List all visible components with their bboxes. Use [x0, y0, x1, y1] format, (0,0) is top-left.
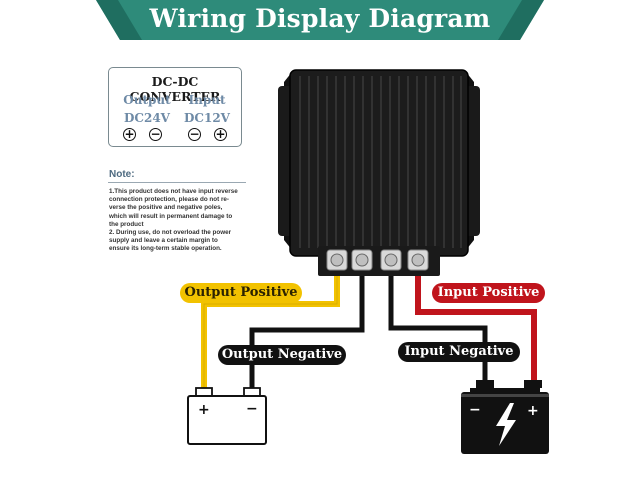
output-negative-wire [249, 262, 365, 392]
lightning-bolt-icon [496, 403, 516, 446]
banner-background [96, 0, 544, 40]
output-negative-symbol: − [149, 127, 162, 141]
output-positive-label: Output Positive [180, 283, 302, 303]
note-line: which will result in permanent damage to [109, 212, 233, 220]
dc-dc-converter-icon [278, 69, 480, 276]
title-banner: Wiring Display Diagram [0, 0, 640, 44]
input-negative-symbol: − [188, 127, 201, 141]
note-divider [108, 182, 246, 183]
note-title: Note: [109, 169, 135, 180]
note-line: 1.This product does not have input rever… [109, 188, 238, 195]
output-voltage: DC24V [124, 111, 170, 125]
load-minus-sign: − [246, 401, 258, 417]
car-battery-icon [461, 380, 549, 454]
input-voltage: DC12V [184, 111, 230, 125]
battery-minus-sign: − [469, 402, 481, 418]
note-line: verse the positive and negative poles, [109, 204, 223, 212]
output-label: Output [123, 93, 171, 107]
input-positive-symbol: + [214, 127, 227, 141]
input-label: Input [188, 93, 226, 107]
input-negative-wire [388, 262, 488, 382]
input-positive-wire [415, 262, 537, 382]
note-line: supply and leave a certain margin to [109, 237, 218, 245]
note-line: connection protection, please do not re- [109, 196, 230, 204]
load-battery-icon [187, 387, 267, 445]
input-negative-label: Input Negative [398, 342, 520, 362]
page-title: Wiring Display Diagram [149, 4, 491, 33]
wires [201, 262, 537, 392]
output-positive-symbol: + [123, 127, 136, 141]
note-line: ensure its long-term stable operation. [109, 245, 222, 253]
converter-spec-box: DC-DC CONVERTER Output Input DC24V DC12V… [108, 67, 242, 147]
output-positive-wire [201, 262, 340, 392]
load-plus-sign: + [198, 402, 210, 418]
spec-title: DC-DC CONVERTER [129, 74, 221, 104]
note-body: 1.This product does not have input rever… [109, 188, 246, 254]
terminal-screws [326, 249, 429, 271]
note-line: 2. During use, do not overload the power [109, 229, 232, 237]
output-positive-wire-edge [203, 262, 338, 392]
output-negative-label: Output Negative [218, 345, 346, 365]
input-positive-label: Input Positive [432, 283, 545, 303]
battery-plus-sign: + [527, 403, 539, 419]
note-line: the product [109, 220, 144, 228]
